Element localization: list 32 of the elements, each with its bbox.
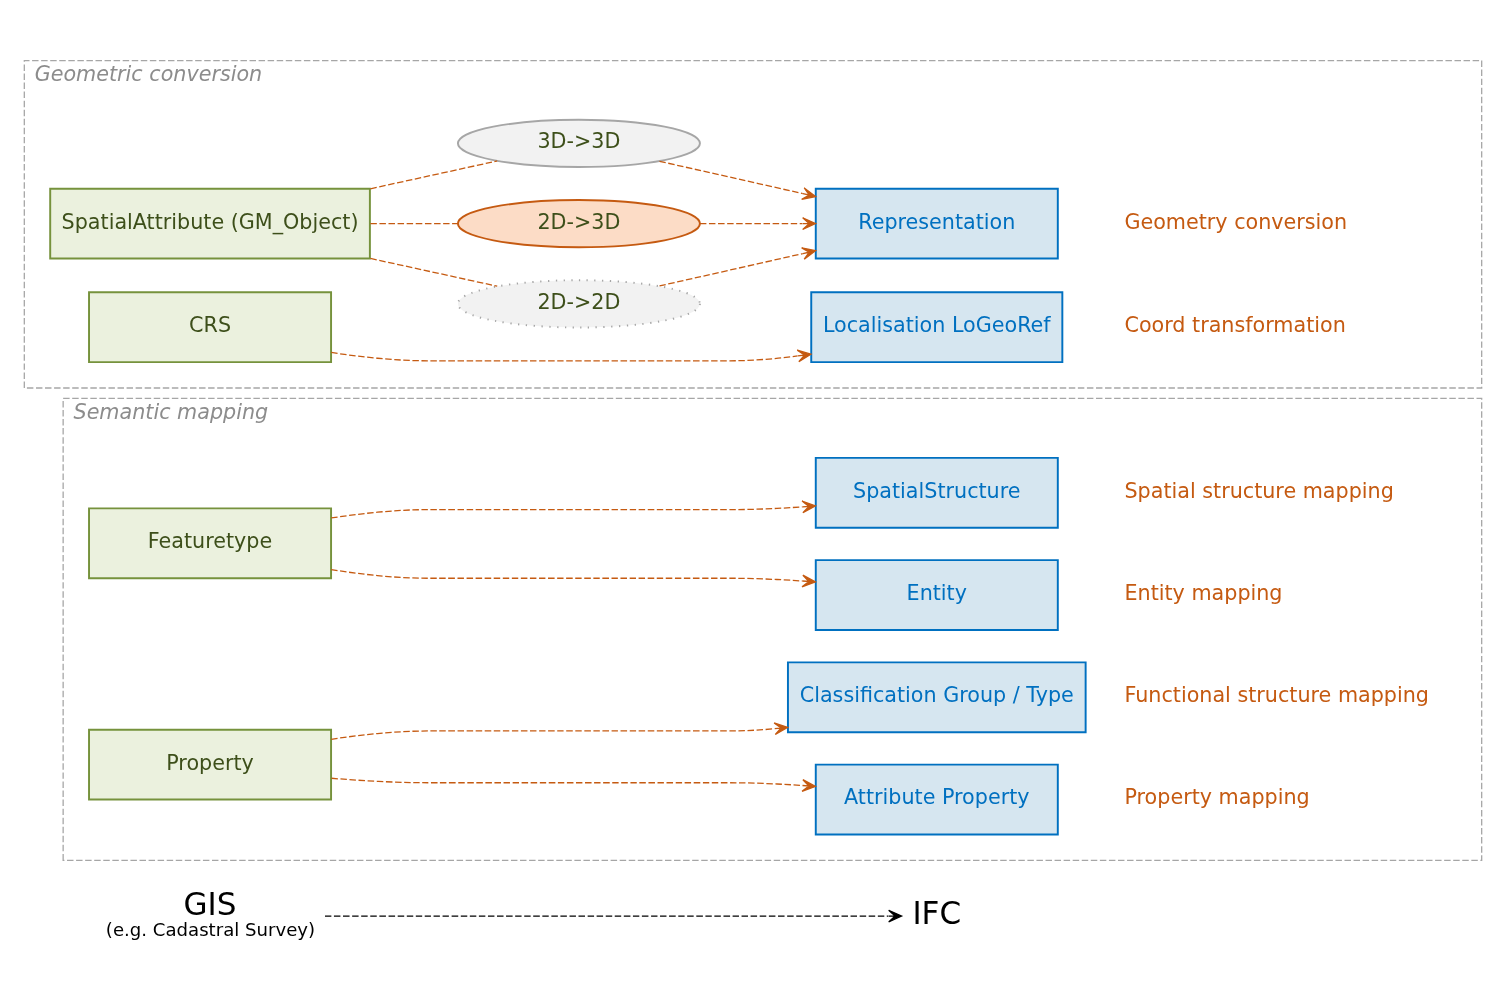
node-box: SpatialStructure bbox=[814, 456, 1059, 529]
node-box: Representation bbox=[814, 187, 1059, 260]
node-ellipse: 2D->2D bbox=[456, 278, 701, 328]
node-box: CRS bbox=[88, 290, 333, 363]
node-box: Entity bbox=[814, 558, 1059, 631]
node-box: Classification Group / Type bbox=[787, 660, 1087, 733]
arrow bbox=[658, 160, 817, 200]
arrow bbox=[330, 349, 812, 362]
node-label: Coord transformation bbox=[1124, 312, 1346, 337]
arrow bbox=[699, 216, 817, 230]
node-label: Entity mapping bbox=[1124, 580, 1283, 605]
arrow bbox=[330, 777, 817, 792]
arrow bbox=[324, 909, 903, 923]
connector bbox=[369, 222, 459, 224]
node-label: Functional structure mapping bbox=[1124, 682, 1430, 707]
node-box: Attribute Property bbox=[814, 763, 1059, 835]
node-ellipse: 3D->3D bbox=[456, 118, 701, 168]
node-box: SpatialAttribute (GM_Object) bbox=[49, 187, 371, 260]
node-box: Featuretype bbox=[88, 506, 333, 579]
node-text: IFC bbox=[912, 894, 962, 931]
node-ellipse: 2D->3D bbox=[456, 198, 701, 248]
node-label: Spatial structure mapping bbox=[1124, 478, 1394, 503]
arrow bbox=[330, 568, 817, 587]
arrow bbox=[330, 721, 789, 740]
node-label: Property mapping bbox=[1124, 784, 1310, 809]
node-box: Property bbox=[88, 728, 333, 801]
node-label: Geometry conversion bbox=[1124, 209, 1348, 234]
connector bbox=[369, 257, 498, 287]
arrow bbox=[658, 246, 817, 287]
node-box: Localisation LoGeoRef bbox=[810, 290, 1064, 363]
arrow bbox=[330, 499, 817, 519]
connector bbox=[369, 159, 498, 189]
